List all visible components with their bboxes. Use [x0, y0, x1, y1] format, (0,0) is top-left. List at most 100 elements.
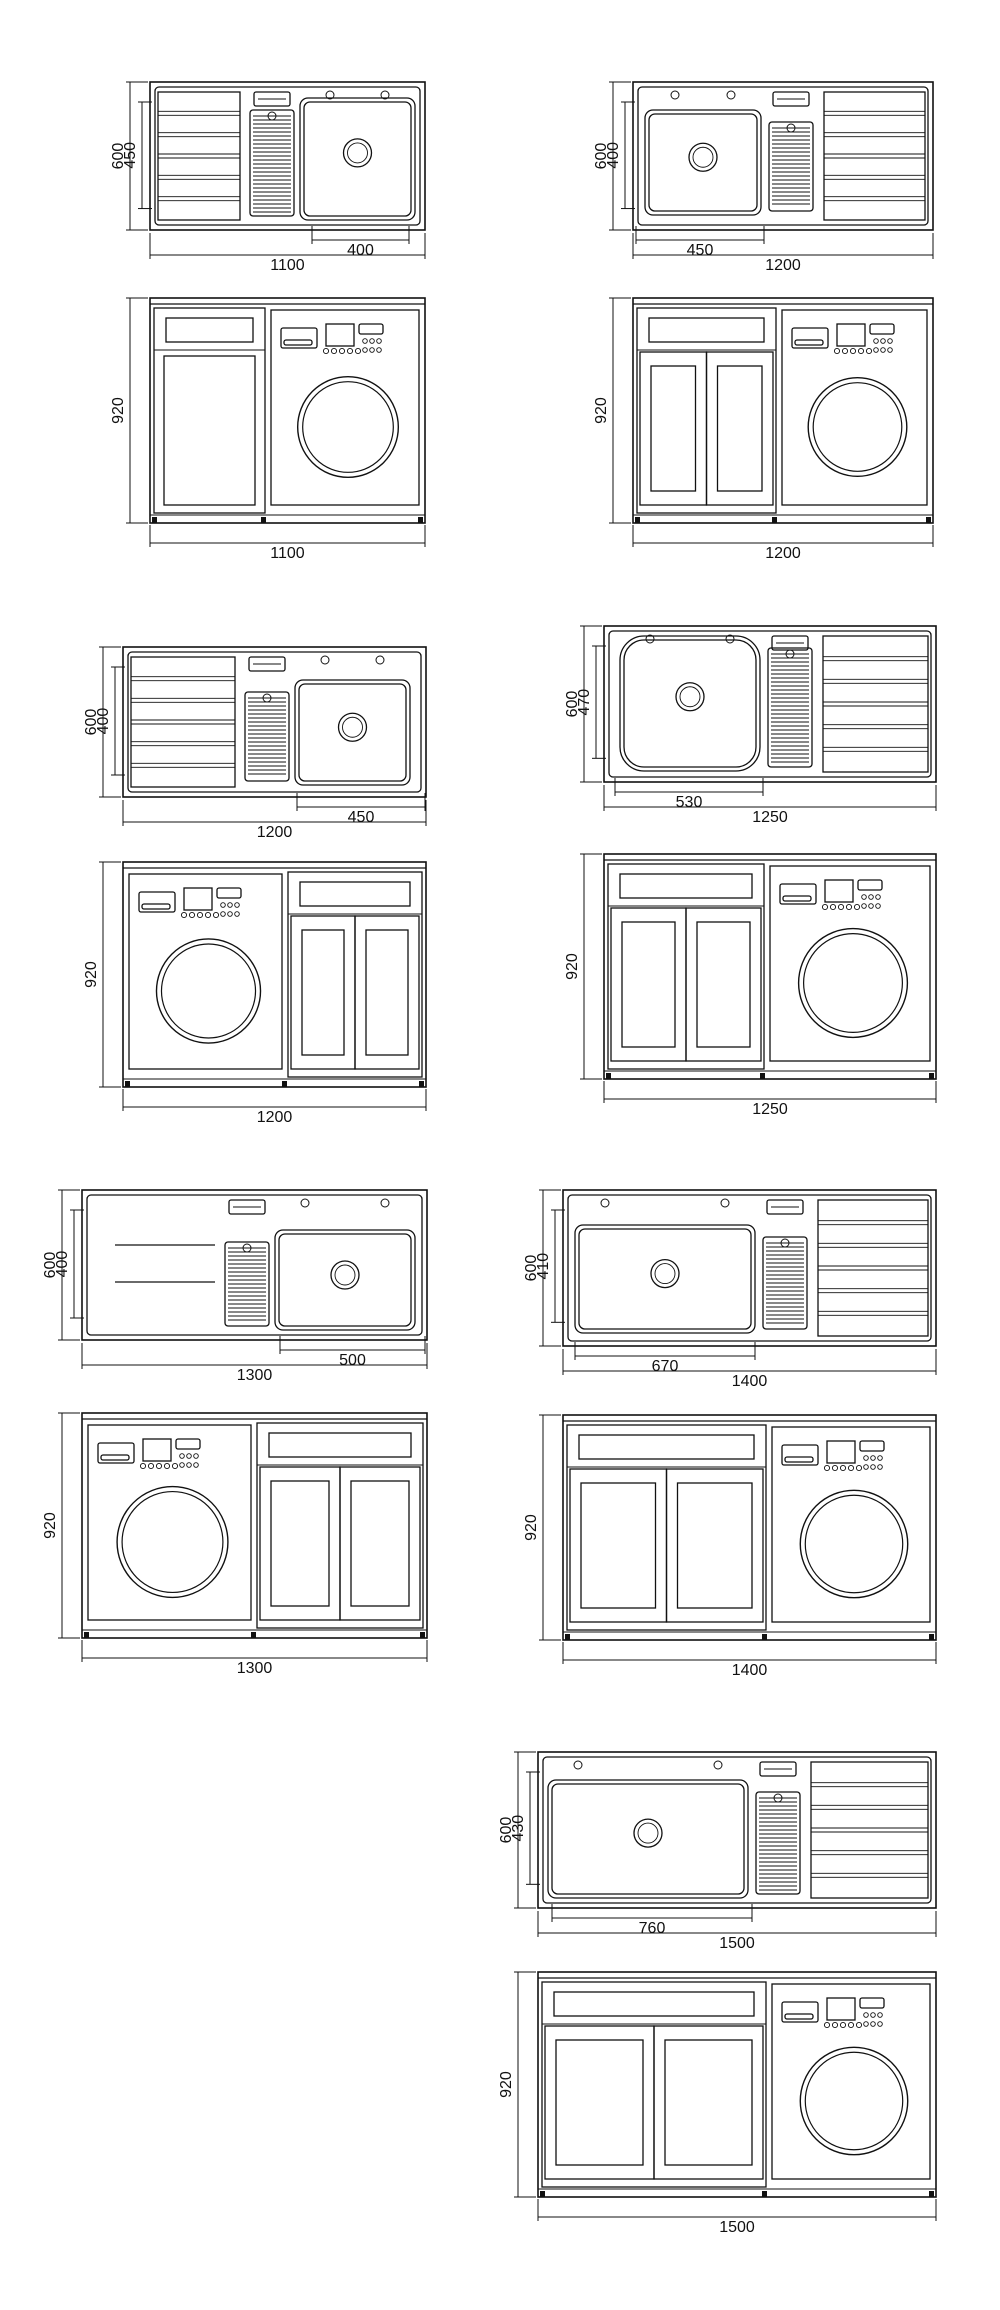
- drain-icon: [342, 138, 373, 168]
- storage-cabinet-door-left-panel: [650, 365, 697, 492]
- countertop-inner-edge: [608, 630, 932, 778]
- foot: [762, 2191, 767, 2197]
- washing-machine-button: [163, 1462, 171, 1470]
- dim-depth-label: 600: [42, 1252, 59, 1279]
- dim-depth-label: 600: [564, 691, 581, 718]
- washing-machine-door-glass: [812, 382, 903, 472]
- overflow-hole-icon: [786, 123, 796, 133]
- countertop-outline: [149, 81, 426, 231]
- dim-front-width-label: 1400: [732, 1662, 768, 1679]
- washing-machine-button: [845, 903, 853, 911]
- foot: [251, 1632, 256, 1638]
- washing-machine-body: [769, 865, 931, 1062]
- washing-machine-detergent-drawer: [781, 2001, 819, 2023]
- drying-shelf-frame: [823, 91, 926, 221]
- dim-bowl-width-label: 530: [676, 794, 703, 811]
- washing-machine-button: [155, 1462, 163, 1470]
- washing-machine-button: [875, 894, 881, 900]
- storage-cabinet-door-left: [290, 915, 356, 1070]
- washing-machine-button: [863, 1455, 869, 1461]
- storage-cabinet-door-right-panel: [716, 365, 763, 492]
- washing-machine-button: [823, 1464, 831, 1472]
- storage-cabinet: [541, 1981, 767, 2188]
- washboard-frame: [244, 691, 290, 782]
- sink-bowl-inner: [578, 1228, 752, 1330]
- washing-machine-button: [823, 2021, 831, 2029]
- foot: [125, 1081, 130, 1087]
- soap-tray-frame: [772, 91, 810, 107]
- sink-bowl: [299, 97, 416, 221]
- washing-machine-door-ring: [807, 377, 908, 478]
- drying-shelf: [157, 91, 241, 221]
- sink-bowl: [547, 1779, 749, 1899]
- washing-machine-button: [831, 2021, 839, 2029]
- dim-height-label: 920: [110, 397, 127, 424]
- washing-machine-door-ring: [155, 938, 262, 1044]
- storage-cabinet-door-right-panel: [365, 929, 409, 1056]
- washing-machine-program-knob-panel: [857, 879, 883, 891]
- drying-shelf-frame: [822, 635, 929, 773]
- countertop-inner-edge: [637, 86, 929, 226]
- washing-machine-display-screen: [836, 323, 866, 347]
- washing-machine-button: [847, 2021, 855, 2029]
- washing-machine-door-glass: [804, 2051, 904, 2151]
- washing-machine-body: [270, 309, 420, 506]
- faucet-hole-icon: [320, 655, 330, 665]
- washing-machine-detergent-drawer: [781, 1444, 819, 1466]
- dim-height-label: 920: [498, 2071, 515, 2098]
- washing-machine-button: [362, 347, 368, 353]
- washing-machine-button: [193, 1453, 199, 1459]
- drying-shelf: [817, 1199, 929, 1337]
- dim-height-label: 920: [42, 1512, 59, 1539]
- dim-height-label: 920: [564, 953, 581, 980]
- dim-bowl-width-label: 450: [687, 242, 714, 259]
- dim-depth-label: 600: [523, 1255, 540, 1282]
- storage-cabinet-door-right-panel: [676, 1482, 753, 1609]
- countertop-outline: [562, 1189, 937, 1347]
- washing-machine-door-glass: [121, 1490, 224, 1594]
- dim-top-width-label: 1400: [732, 1373, 768, 1390]
- washing-machine-button: [855, 2021, 863, 2029]
- sink-bowl: [294, 679, 411, 786]
- foot: [635, 517, 640, 523]
- drain-icon: [337, 712, 368, 742]
- washing-machine-display-screen: [142, 1438, 172, 1462]
- washing-machine-button: [376, 347, 382, 353]
- drying-shelf-frame: [810, 1761, 929, 1899]
- washing-machine-display-screen: [826, 1997, 856, 2021]
- drain-icon: [688, 142, 718, 172]
- foot: [540, 2191, 545, 2197]
- washing-machine-button: [147, 1462, 155, 1470]
- storage-cabinet-door-left: [639, 351, 708, 506]
- washing-machine-button: [870, 2021, 876, 2027]
- faucet-hole-icon: [380, 1198, 390, 1208]
- sink-bowl-inner: [278, 1233, 412, 1327]
- washing-machine-button: [839, 2021, 847, 2029]
- washing-machine-button: [865, 347, 873, 355]
- foot: [762, 1634, 767, 1640]
- washing-machine-button: [330, 347, 338, 355]
- cabinet-outline: [122, 861, 427, 1088]
- dim-bowl-width-label: 500: [339, 1352, 366, 1369]
- storage-cabinet-door-right: [653, 2025, 764, 2180]
- dim-depth-label: 600: [498, 1817, 515, 1844]
- washing-machine: [771, 1983, 931, 2180]
- drying-shelf: [130, 656, 236, 788]
- dim-top-width-label: 1200: [257, 824, 293, 841]
- storage-cabinet-drawer-panel: [165, 317, 254, 343]
- washing-machine-button: [857, 347, 865, 355]
- sink-bowl-inner: [623, 639, 757, 768]
- faucet-hole-icon: [725, 634, 735, 644]
- washing-machine-button: [322, 347, 330, 355]
- cabinet-outline: [562, 1414, 937, 1641]
- washing-machine: [771, 1426, 931, 1623]
- storage-cabinet: [636, 307, 777, 514]
- washing-machine: [781, 309, 928, 506]
- washing-machine-drawer-handle: [784, 1456, 814, 1463]
